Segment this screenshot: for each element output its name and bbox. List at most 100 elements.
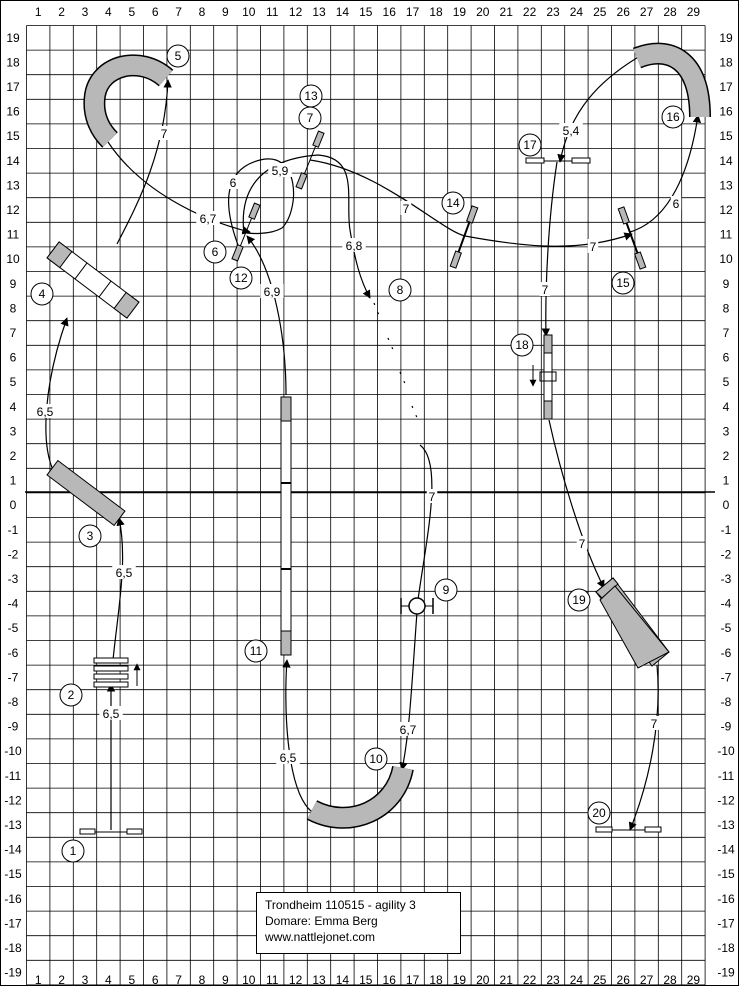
tyre-9 xyxy=(400,597,434,615)
y-axis-label: 0 xyxy=(10,498,17,512)
x-axis-label: 25 xyxy=(593,5,607,19)
x-axis-label: 7 xyxy=(175,973,182,986)
svg-text:14: 14 xyxy=(446,196,460,210)
x-axis-label: 15 xyxy=(359,5,373,19)
x-axis-label: 12 xyxy=(289,5,303,19)
judge-line: Domare: Emma Berg xyxy=(265,914,378,928)
svg-text:20: 20 xyxy=(592,806,606,820)
distance-label: 5,9 xyxy=(272,164,289,178)
y-axis-label: 17 xyxy=(719,80,733,94)
path-2-3 xyxy=(112,517,125,661)
x-axis-label: 28 xyxy=(663,5,677,19)
jump-17 xyxy=(525,157,591,164)
svg-text:3: 3 xyxy=(87,529,94,543)
distance-label: 6 xyxy=(230,176,237,190)
distance-label: 7 xyxy=(651,717,658,731)
distance-label: 6,7 xyxy=(200,212,217,226)
y-axis-label: 2 xyxy=(10,449,17,463)
y-axis-label: -11 xyxy=(718,769,735,783)
x-axis-label: 18 xyxy=(429,5,443,19)
x-axis-label: 9 xyxy=(222,973,229,986)
y-axis-label: 10 xyxy=(6,252,20,266)
distance-label: 6,5 xyxy=(280,751,297,765)
y-axis-label: 5 xyxy=(723,375,730,389)
y-axis-label: -16 xyxy=(717,892,735,906)
obstacle-number-9: 9 xyxy=(434,578,458,602)
y-axis-label: -9 xyxy=(8,720,19,734)
path-4-5 xyxy=(116,79,172,245)
course-title: Trondheim 110515 - agility 3 xyxy=(265,898,416,912)
course-path xyxy=(45,55,702,831)
y-axis-label: -3 xyxy=(721,572,732,586)
svg-text:12: 12 xyxy=(234,271,248,285)
path-3-4 xyxy=(45,317,69,471)
y-axis-label: 17 xyxy=(6,80,20,94)
long-jump-2 xyxy=(93,657,141,688)
y-axis-label: 13 xyxy=(719,178,733,192)
y-axis-label: 19 xyxy=(719,31,733,45)
y-axis-label: 16 xyxy=(719,105,733,119)
y-axis-label: -18 xyxy=(4,941,22,955)
obstacle-number-5: 5 xyxy=(166,44,190,68)
x-axis-label: 9 xyxy=(222,5,229,19)
distance-label: 5,4 xyxy=(563,124,580,138)
x-axis-label: 11 xyxy=(266,5,279,19)
x-axis-label: 4 xyxy=(105,973,112,986)
x-axis-label: 26 xyxy=(617,973,631,986)
y-axis-label: -15 xyxy=(717,867,735,881)
tunnel-5 xyxy=(84,55,173,147)
path-8-9 xyxy=(414,444,433,607)
y-axis-label: -2 xyxy=(8,547,19,561)
x-axis-label: 17 xyxy=(406,5,420,19)
y-axis-label: -8 xyxy=(721,695,732,709)
y-axis-label: 11 xyxy=(720,228,733,242)
y-axis-label: -7 xyxy=(721,670,732,684)
x-axis-label: 16 xyxy=(383,973,397,986)
y-axis-label: -15 xyxy=(4,867,22,881)
x-axis-label: 1 xyxy=(35,973,42,986)
y-axis-label: -13 xyxy=(717,818,735,832)
svg-text:19: 19 xyxy=(572,593,586,607)
path-9-10 xyxy=(399,611,418,771)
dogwalk-11 xyxy=(280,396,292,656)
jump-14 xyxy=(449,205,479,269)
x-axis-label: 5 xyxy=(128,973,135,986)
path-16-17 xyxy=(557,55,641,163)
obstacle-number-2: 2 xyxy=(59,683,83,707)
jump-6 xyxy=(231,202,261,262)
svg-text:2: 2 xyxy=(68,688,75,702)
y-axis-label: 6 xyxy=(723,351,730,365)
distance-label: 6,9 xyxy=(264,285,281,299)
y-axis-label: -19 xyxy=(717,966,735,980)
obstacle-number-6: 6 xyxy=(203,240,227,264)
y-axis-label: 1 xyxy=(723,474,730,488)
svg-text:16: 16 xyxy=(666,110,680,124)
x-axis-label: 12 xyxy=(289,973,303,986)
x-axis-label: 16 xyxy=(383,5,397,19)
svg-text:9: 9 xyxy=(443,583,450,597)
y-axis-label: 7 xyxy=(723,326,730,340)
y-axis-label: -6 xyxy=(721,646,732,660)
y-axis-label: 8 xyxy=(10,301,17,315)
y-axis-label: -11 xyxy=(5,769,22,783)
website-line: www.nattlejonet.com xyxy=(265,930,376,944)
x-axis-label: 27 xyxy=(640,973,654,986)
y-axis-label: -8 xyxy=(8,695,19,709)
y-axis-label: 9 xyxy=(723,277,730,291)
jump-1 xyxy=(79,828,143,835)
x-axis-label: 21 xyxy=(500,5,514,19)
path-7-8 xyxy=(242,154,371,299)
y-axis-label: -4 xyxy=(721,597,732,611)
obstacle-number-1: 1 xyxy=(61,839,85,863)
jump-20 xyxy=(595,826,662,833)
table-3 xyxy=(46,459,126,527)
x-axis-label: 11 xyxy=(266,973,279,986)
distance-label: 6,5 xyxy=(37,405,54,419)
y-axis-label: -4 xyxy=(8,597,19,611)
svg-text:11: 11 xyxy=(250,644,263,658)
obstacle-number-13: 13 xyxy=(299,84,323,108)
path-18-19 xyxy=(548,419,605,589)
x-axis-label: 19 xyxy=(453,5,467,19)
